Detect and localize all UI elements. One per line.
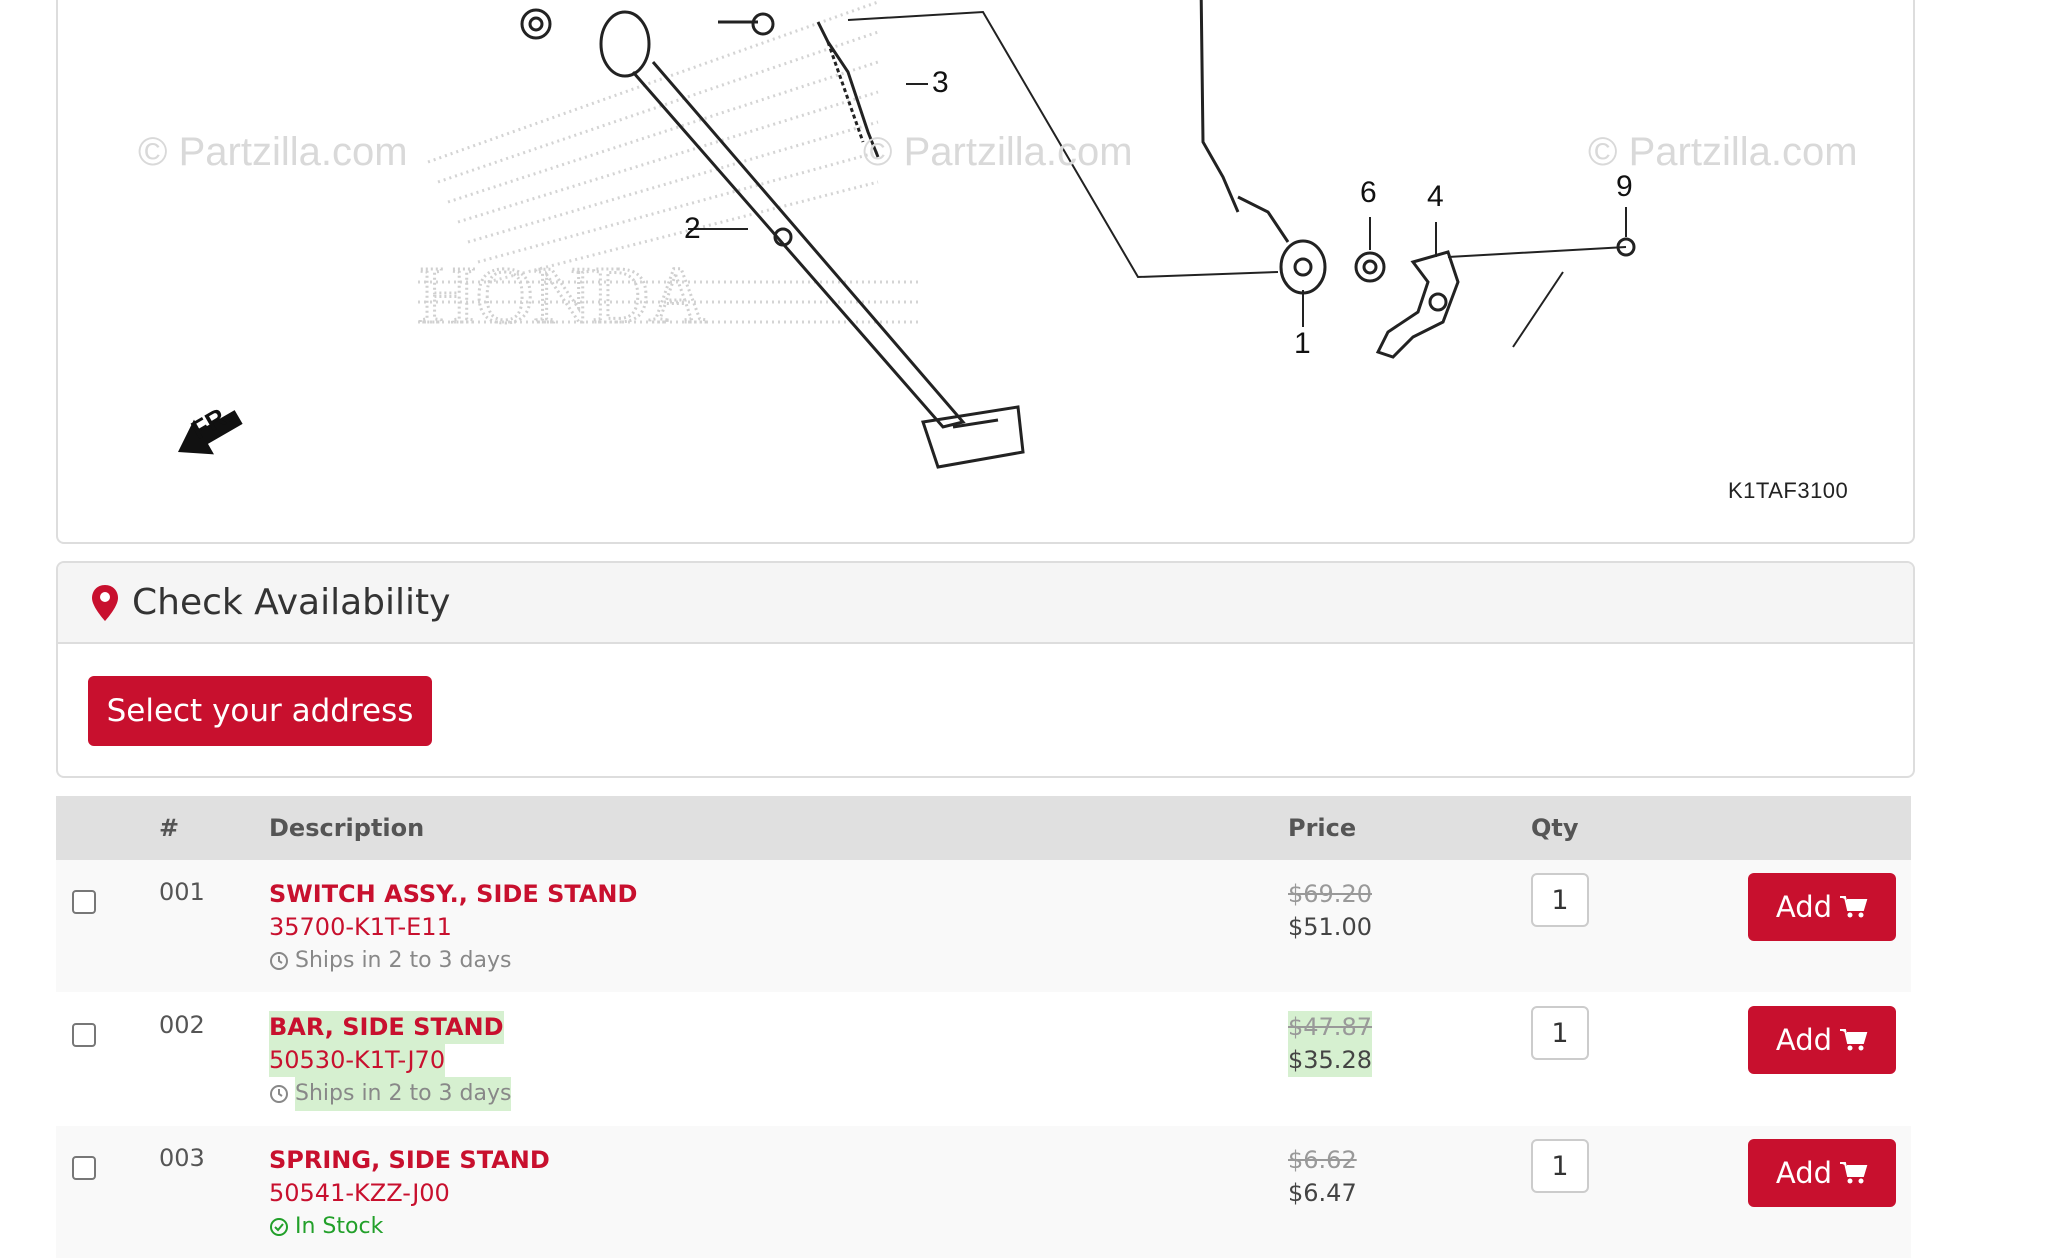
select-address-button[interactable]: Select your address — [88, 676, 432, 746]
cart-icon — [1840, 1029, 1868, 1051]
row-prices: $6.62 $6.47 — [1288, 1144, 1357, 1210]
original-price: $69.20 — [1288, 880, 1372, 908]
row-checkbox[interactable] — [72, 890, 96, 914]
cart-icon — [1840, 1162, 1868, 1184]
sale-price: $51.00 — [1288, 913, 1372, 941]
original-price: $47.87 — [1288, 1011, 1372, 1044]
add-to-cart-button[interactable]: Add — [1748, 1006, 1896, 1074]
shipping-status: Ships in 2 to 3 days — [269, 944, 511, 978]
parts-diagram: HONDA — [56, 0, 1915, 544]
quantity-input[interactable]: 1 — [1531, 1139, 1589, 1193]
cart-icon — [1840, 896, 1868, 918]
check-availability-header: Check Availability — [58, 563, 1913, 644]
diagram-code: K1TAF3100 — [1728, 478, 1849, 503]
clock-icon — [270, 1085, 288, 1103]
quantity-input[interactable]: 1 — [1531, 873, 1589, 927]
add-to-cart-button[interactable]: Add — [1748, 1139, 1896, 1207]
row-description: SWITCH ASSY., SIDE STAND 35700-K1T-E11 S… — [269, 878, 637, 978]
part-name-link[interactable]: SWITCH ASSY., SIDE STAND — [269, 880, 638, 908]
row-number: 002 — [159, 1011, 205, 1039]
callout-2[interactable]: 2 — [684, 212, 701, 245]
parts-table: # Description Price Qty 001 SWITCH ASSY.… — [56, 796, 1911, 1259]
table-row: 001 SWITCH ASSY., SIDE STAND 35700-K1T-E… — [56, 860, 1911, 993]
table-row: 002 BAR, SIDE STAND 50530-K1T-J70 Ships … — [56, 993, 1911, 1126]
callout-9[interactable]: 9 — [1616, 170, 1633, 203]
map-pin-icon — [92, 584, 118, 621]
watermark: © Partzilla.com — [138, 130, 408, 174]
watermark: © Partzilla.com — [863, 130, 1133, 174]
check-availability-title: Check Availability — [132, 582, 451, 623]
row-prices: $69.20 $51.00 — [1288, 878, 1372, 944]
table-row: 003 SPRING, SIDE STAND 50541-KZZ-J00 In … — [56, 1126, 1911, 1259]
shipping-text: Ships in 2 to 3 days — [295, 948, 512, 973]
callout-6[interactable]: 6 — [1360, 176, 1377, 209]
callout-1[interactable]: 1 — [1294, 327, 1311, 360]
row-checkbox[interactable] — [72, 1156, 96, 1180]
exploded-view-drawing: HONDA — [178, 0, 1636, 469]
row-number: 003 — [159, 1144, 205, 1172]
quantity-input[interactable]: 1 — [1531, 1006, 1589, 1060]
row-description: SPRING, SIDE STAND 50541-KZZ-J00 In Stoc… — [269, 1144, 550, 1244]
table-header: # Description Price Qty — [56, 796, 1911, 860]
original-price: $6.62 — [1288, 1146, 1357, 1174]
stock-status: In Stock — [269, 1210, 383, 1244]
row-description: BAR, SIDE STAND 50530-K1T-J70 Ships in 2… — [269, 1011, 512, 1111]
callout-4[interactable]: 4 — [1427, 180, 1444, 213]
part-number-link[interactable]: 50530-K1T-J70 — [269, 1044, 446, 1077]
watermark: © Partzilla.com — [1588, 130, 1858, 174]
part-name-link[interactable]: SPRING, SIDE STAND — [269, 1146, 550, 1174]
stock-text: In Stock — [295, 1214, 384, 1239]
part-number-link[interactable]: 50541-KZZ-J00 — [269, 1179, 450, 1207]
part-name-link[interactable]: BAR, SIDE STAND — [269, 1011, 504, 1044]
row-prices: $47.87 $35.28 — [1288, 1011, 1372, 1077]
shipping-status: Ships in 2 to 3 days — [269, 1077, 512, 1111]
sale-price: $6.47 — [1288, 1179, 1357, 1207]
callout-3[interactable]: 3 — [932, 66, 949, 99]
shipping-text: Ships in 2 to 3 days — [295, 1077, 512, 1111]
add-to-cart-button[interactable]: Add — [1748, 873, 1896, 941]
add-label: Add — [1775, 1156, 1833, 1190]
header-number: # — [159, 814, 180, 842]
add-label: Add — [1775, 890, 1833, 924]
row-checkbox[interactable] — [72, 1023, 96, 1047]
header-qty: Qty — [1531, 814, 1579, 842]
svg-text:HONDA: HONDA — [418, 252, 707, 340]
row-number: 001 — [159, 878, 205, 906]
sale-price: $35.28 — [1288, 1044, 1372, 1077]
add-label: Add — [1775, 1023, 1833, 1057]
header-price: Price — [1288, 814, 1357, 842]
part-number-link[interactable]: 35700-K1T-E11 — [269, 913, 452, 941]
clock-icon — [270, 952, 288, 970]
check-availability-card: Check Availability Select your address — [56, 561, 1915, 778]
check-circle-icon — [270, 1218, 288, 1236]
header-description: Description — [269, 814, 425, 842]
